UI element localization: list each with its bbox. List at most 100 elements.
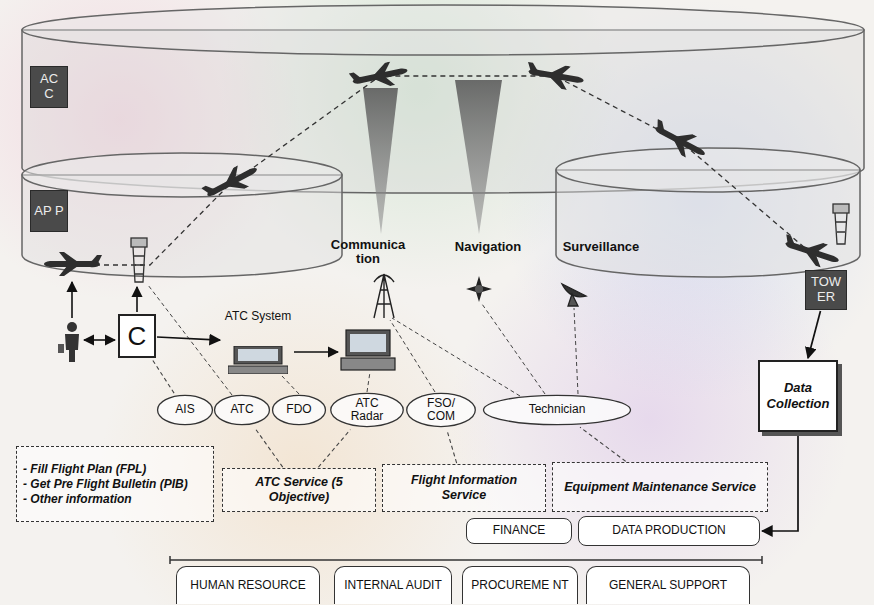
tower-cylinder — [556, 148, 860, 277]
dashed-connector — [318, 430, 350, 468]
flow-arrow-part — [294, 351, 338, 353]
navigation-beacon-part — [466, 276, 492, 302]
node-text: Equipment Maintenance Service — [564, 480, 756, 495]
node-text: HUMAN RESOURCE — [190, 579, 305, 593]
radio-beam — [363, 80, 502, 234]
node-text: ATC — [230, 403, 253, 416]
service-link-part — [390, 320, 435, 392]
node-text: AP P — [34, 204, 63, 219]
radio-beam-part — [363, 88, 398, 234]
region-tag: AC C — [30, 66, 68, 108]
department-tab: INTERNAL AUDIT — [334, 566, 452, 604]
communication-mast-part — [374, 275, 394, 282]
service-link-part — [392, 318, 520, 396]
node-text: - Get Pre Flight Bulletin (PIB) — [23, 477, 188, 492]
node-text: - Fill Flight Plan (FPL) — [23, 462, 146, 477]
support-box: DATA PRODUCTION — [578, 516, 760, 546]
node-text: Data Collection — [766, 380, 830, 411]
node-text: DATA PRODUCTION — [612, 524, 726, 537]
passenger-icon-part — [65, 334, 79, 362]
control-tower-icon-part — [131, 238, 147, 247]
radar-workstation-part — [341, 358, 395, 370]
support-rail-part — [761, 556, 763, 564]
department-tab: HUMAN RESOURCE — [176, 566, 320, 604]
ellipse-shape — [407, 393, 476, 426]
node-text: GENERAL SUPPORT — [609, 579, 727, 593]
workstation-part — [238, 349, 278, 361]
service-link-part — [148, 285, 232, 395]
counter-box: C — [118, 314, 156, 358]
service-box: Flight Information Service — [382, 464, 546, 512]
role-ellipse: Technician — [482, 394, 632, 426]
role-ellipse: ATC Radar — [330, 392, 404, 428]
support-rail-part — [170, 559, 762, 561]
role-ellipse: FSO/ COM — [406, 392, 476, 428]
dashed-connector — [152, 360, 174, 393]
flight-path-part — [95, 76, 812, 265]
service-box: Equipment Maintenance Service — [552, 462, 768, 512]
task-list-box: - Fill Flight Plan (FPL)- Get Pre Flight… — [16, 446, 214, 522]
role-ellipse: AIS — [157, 394, 213, 426]
region-tag: AP P — [30, 190, 68, 232]
app-cylinder-part — [22, 153, 342, 197]
service-box: ATC Service (5 Objective) — [222, 468, 376, 512]
support-box: FINANCE — [466, 518, 572, 544]
node-text: TOW ER — [809, 275, 843, 305]
navigation-beacon-part — [475, 285, 483, 293]
role-ellipse: FDO — [272, 394, 326, 426]
control-tower-icon-part — [835, 213, 847, 244]
radar-dish-part — [562, 284, 586, 297]
aircraft-part — [44, 252, 102, 276]
aircraft — [44, 58, 842, 276]
node-text: PROCUREME NT — [471, 579, 568, 593]
radar-workstation-part — [346, 330, 390, 356]
role-ellipse: ATC — [214, 394, 270, 426]
app-cylinder — [22, 153, 342, 277]
dashed-connector — [580, 427, 626, 461]
support-rail-part — [169, 556, 171, 564]
ellipse-shape — [484, 395, 631, 424]
node-text: - Other information — [23, 492, 132, 507]
component-label: Surveillance — [556, 240, 646, 254]
node-text: INTERNAL AUDIT — [344, 579, 442, 593]
node-text: AIS — [175, 403, 194, 416]
ellipse-shape — [273, 395, 326, 424]
acc-cylinder-part — [22, 5, 864, 55]
node-text: C — [128, 321, 147, 352]
region-tag: TOW ER — [805, 270, 847, 310]
flow-arrow-part — [136, 287, 138, 312]
tower-cylinder-part — [556, 148, 860, 192]
communication-mast — [374, 274, 394, 318]
dashed-connector — [255, 428, 283, 468]
node-text: FDO — [286, 403, 311, 416]
node-text: FSO/ COM — [415, 397, 467, 423]
aircraft-part — [524, 59, 585, 93]
control-tower-icon-part — [833, 204, 849, 213]
arrow-connector — [808, 311, 820, 358]
communication-mast-part — [374, 274, 394, 318]
node-text: Technician — [529, 403, 586, 416]
aircraft-part — [348, 58, 410, 94]
component-label: Communica tion — [330, 238, 406, 267]
workstation-part — [228, 366, 288, 374]
workstation-icon — [228, 346, 288, 374]
arrow-connector — [157, 337, 220, 340]
ellipse-shape — [331, 393, 404, 426]
dashed-connector — [447, 430, 457, 463]
service-link-part — [282, 376, 299, 394]
workstation-part — [234, 346, 282, 364]
control-tower-icon-part — [133, 247, 145, 282]
passenger-icon — [58, 322, 79, 362]
node-text: ATC System — [225, 310, 291, 324]
passenger-icon-part — [58, 344, 64, 353]
aircraft-part — [200, 158, 262, 206]
radar-dish — [562, 284, 586, 306]
radar-workstation-part — [350, 334, 386, 352]
flow-arrow — [72, 282, 338, 352]
node-text: FINANCE — [493, 524, 546, 537]
control-tower-icon — [131, 204, 849, 282]
service-link-part — [482, 304, 545, 394]
navigation-beacon — [466, 276, 492, 302]
data-book: Data Collection — [758, 360, 838, 432]
